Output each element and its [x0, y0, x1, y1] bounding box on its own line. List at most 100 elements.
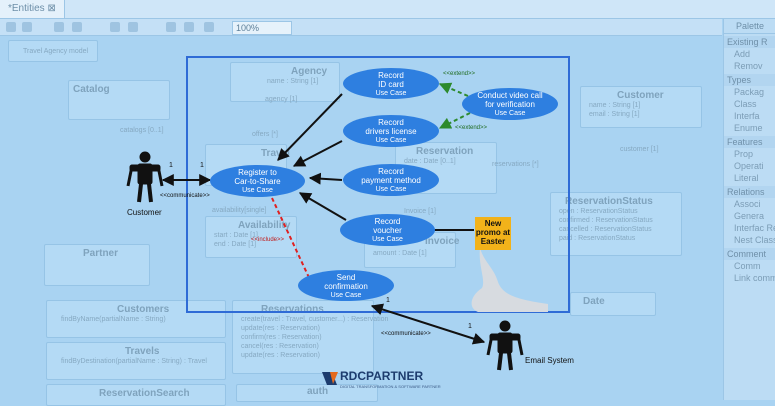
arrange-icon[interactable] [128, 22, 138, 32]
logo-name: RDCPARTNER [340, 369, 424, 383]
palette-item-remove[interactable]: Remov [734, 61, 763, 71]
palette-item-association[interactable]: Associ [734, 199, 761, 209]
use-case-record-id-card[interactable]: Record ID card Use Case [343, 68, 439, 99]
use-case-name: Register to Car-to-Share [234, 168, 281, 186]
palette-title: Palette [724, 19, 775, 34]
palette-item-interface[interactable]: Interfa [734, 111, 760, 121]
entity-attr: end : Date [1] [214, 241, 257, 248]
entity-attr: update(res : Reservation) [241, 352, 320, 359]
palette-item-link-comment[interactable]: Link comme [734, 273, 775, 283]
palette-section-features[interactable]: Features [724, 136, 775, 148]
edge-idcard-register [277, 93, 343, 161]
communicate-label: <<communicate>> [381, 331, 431, 337]
entity-attr: confirm(res : Reservation) [241, 334, 322, 341]
use-case-register-car-to-share[interactable]: Register to Car-to-Share Use Case [210, 165, 305, 197]
model-note[interactable]: Travel Agency model [8, 40, 98, 62]
entity-attr: start : Date [1] [214, 232, 258, 239]
palette-item-class[interactable]: Class [734, 99, 757, 109]
entity-title: Travel [261, 148, 290, 159]
palette-section-comment[interactable]: Comment [724, 248, 775, 260]
bg-label: agency [1] [265, 96, 298, 103]
entity-title: ReservationSearch [99, 388, 190, 399]
edge-communicate-email [370, 303, 486, 345]
easter-silhouette-decoration [471, 248, 548, 312]
palette-item-literal[interactable]: Literal [734, 173, 759, 183]
entity-title: Availability [238, 220, 291, 231]
palette-item-nested-classifier[interactable]: Nest Classifi [734, 235, 775, 245]
use-case-record-voucher[interactable]: Record voucher Use Case [340, 214, 435, 246]
entity-attr: cancel(res : Reservation) [241, 343, 319, 350]
palette-item-add[interactable]: Add [734, 49, 751, 59]
logo-tagline: DIGITAL TRANSFORMATION & SOFTWARE PARTNE… [340, 384, 441, 389]
promo-note[interactable]: New promo at Easter [475, 217, 511, 250]
bg-label: customer [1] [620, 146, 659, 153]
palette-item-property[interactable]: Prop [734, 149, 754, 159]
use-case-send-confirmation[interactable]: Send confirmation Use Case [298, 270, 394, 301]
edge-extend-idcard [438, 82, 469, 97]
palette-section-existing[interactable]: Existing R [724, 36, 775, 48]
use-case-stereotype: Use Case [375, 137, 407, 144]
palette-section-types[interactable]: Types [724, 74, 775, 86]
entity-partner[interactable]: Partner [44, 244, 150, 286]
use-case-name: Record ID card [378, 70, 404, 89]
palette-item-comment[interactable]: Comm [734, 261, 761, 271]
use-case-stereotype: Use Case [375, 89, 407, 97]
zoom-out-icon[interactable] [184, 22, 194, 32]
use-case-stereotype: Use Case [242, 187, 273, 194]
zoom-in-icon[interactable] [166, 22, 176, 32]
entity-title: Agency [291, 66, 328, 77]
zoom-select[interactable]: 100% [232, 21, 292, 35]
palette-item-package[interactable]: Packag [734, 87, 765, 97]
use-case-name: Record voucher [373, 217, 402, 235]
palette-item-interface-realization[interactable]: Interfac Realiza [734, 223, 775, 233]
entity-catalog[interactable]: Catalog [68, 80, 170, 120]
bg-label: Invoice [1] [404, 208, 436, 215]
fill-color-icon[interactable] [54, 22, 64, 32]
palette-section-relations[interactable]: Relations [724, 186, 775, 198]
actor-name-email-system: Email System [525, 356, 574, 365]
bg-label: offers [*] [252, 131, 278, 138]
palette-item-enumeration[interactable]: Enume [734, 123, 763, 133]
customer-actor-figure [126, 151, 164, 203]
zoom-fit-icon[interactable] [204, 22, 214, 32]
entity-date[interactable]: Date [570, 292, 656, 316]
use-case-record-drivers-license[interactable]: Record drivers license Use Case [343, 115, 439, 147]
actor-name-customer: Customer [127, 208, 162, 217]
use-case-stereotype: Use Case [372, 236, 403, 243]
palette-item-generalization[interactable]: Genera [734, 211, 765, 221]
entity-attr: email : String [1] [589, 111, 640, 118]
edge-payment-register [308, 172, 343, 185]
font-tool-icon[interactable] [22, 22, 32, 32]
entity-attr: amount : Date [1] [373, 250, 427, 257]
entity-attr: cancelled : ReservationStatus [559, 226, 652, 233]
entity-title: Reservation [416, 146, 474, 157]
include-label: <<include>> [251, 237, 285, 243]
bg-label: reservations [*] [492, 161, 539, 168]
entity-attr: create(travel : Travel, customer...) : R… [241, 316, 389, 323]
select-tool-icon[interactable] [6, 22, 16, 32]
use-case-video-call[interactable]: Conduct video call for verification Use … [462, 88, 558, 120]
model-note-text: Travel Agency model [23, 48, 89, 55]
entity-title: Customers [117, 304, 170, 315]
tab-entities[interactable]: *Entities ⊠ [0, 0, 65, 18]
use-case-name: Send confirmation [324, 272, 368, 291]
entity-title: Customer [617, 90, 664, 101]
use-case-record-payment-method[interactable]: Record payment method Use Case [343, 164, 439, 196]
entity-title: Catalog [73, 84, 110, 95]
palette-item-operation[interactable]: Operati [734, 161, 764, 171]
edge-extend-license [438, 112, 471, 129]
use-case-name: Record payment method [361, 167, 421, 185]
align-icon[interactable] [110, 22, 120, 32]
extend-label: <<extend>> [443, 71, 476, 77]
communicate-label: <<communicate>> [160, 193, 210, 199]
line-color-icon[interactable] [72, 22, 82, 32]
entity-title: Reservations [261, 304, 324, 315]
